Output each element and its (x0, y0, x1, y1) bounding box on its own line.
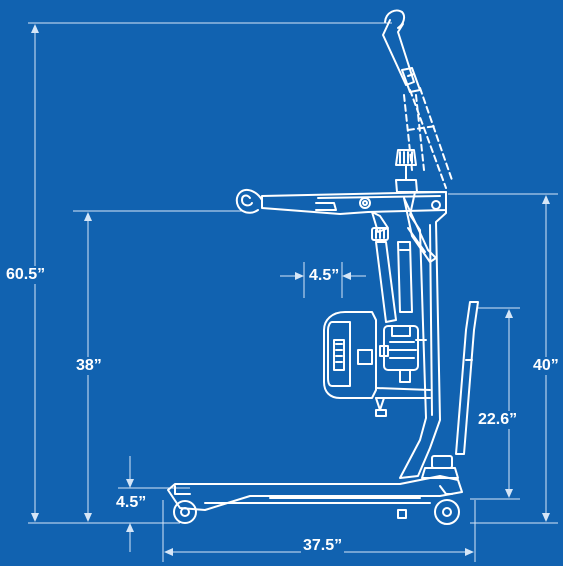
boom (261, 191, 447, 215)
dimension-lines (28, 22, 558, 562)
push-handle-top (382, 9, 421, 93)
label-mast-height: 40” (531, 357, 561, 375)
mast (399, 191, 447, 479)
dim-line-base-clearance (118, 456, 190, 552)
front-caster (173, 485, 197, 524)
push-handle-rear (455, 301, 479, 455)
label-overall-height: 60.5” (4, 266, 48, 284)
label-base-clearance: 4.5” (114, 494, 149, 512)
base-frame (167, 475, 463, 519)
spreader-bar (323, 311, 431, 417)
label-spreader-offset: 4.5” (307, 267, 342, 285)
boom-hook (235, 189, 263, 214)
actuator (371, 211, 413, 323)
label-base-length: 37.5” (301, 537, 345, 555)
dim-line-spreader-offset (280, 262, 366, 298)
lift-structure (167, 9, 479, 525)
label-boom-height: 38” (74, 357, 104, 375)
folded-mast-outline (403, 87, 453, 189)
rear-caster (434, 485, 460, 525)
dim-line-handle-height (470, 307, 520, 500)
motor-assembly (379, 325, 427, 383)
swing-arm (395, 149, 418, 193)
label-handle-height: 22.6” (476, 411, 520, 429)
base-adjuster (421, 455, 459, 479)
